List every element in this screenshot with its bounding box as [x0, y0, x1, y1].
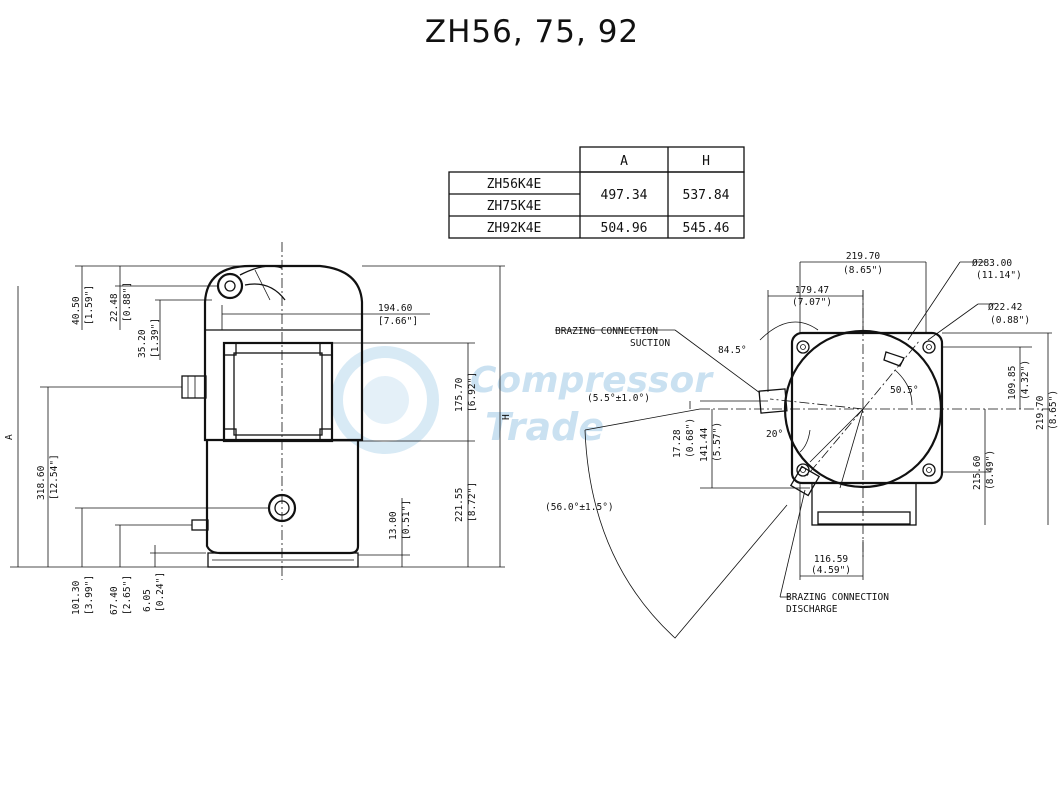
dim-219-70-right: 219.70 [1035, 395, 1046, 430]
watermark-line2: Trade [485, 405, 604, 449]
dim-179-47: 179.47 [795, 285, 829, 296]
table-header-h: H [702, 154, 710, 169]
angle-56: (56.0°±1.5°) [545, 502, 614, 513]
dim-67-40: 67.40 [109, 586, 120, 615]
dim-318-60: 318.60 [36, 465, 47, 500]
label-suction-line2: SUCTION [630, 338, 670, 349]
dim-17-28-in: (0.68") [685, 418, 696, 458]
dim-109-85-in: (4.32") [1020, 360, 1031, 400]
dim-35-20: 35.20 [137, 329, 148, 358]
angle-84-5: 84.5° [718, 345, 747, 356]
dim-40-50-in: [1.59"] [84, 285, 95, 325]
dim-40-50: 40.50 [71, 296, 82, 325]
dim-dia-283: Ø283.00 [972, 258, 1012, 269]
table-model-2: ZH75K4E [487, 199, 542, 214]
model-dimension-table: A H ZH56K4E ZH75K4E ZH92K4E 497.34 537.8… [448, 146, 745, 239]
label-discharge-line2: DISCHARGE [786, 604, 838, 615]
dim-101-30-in: [3.99"] [84, 575, 95, 615]
dim-221-55-in: [8.72"] [467, 482, 478, 522]
dim-13-00-in: [0.51"] [401, 500, 412, 540]
drawing-title: ZH56, 75, 92 [424, 14, 640, 50]
dim-175-70: 175.70 [454, 377, 465, 412]
dim-dia-22: Ø22.42 [988, 302, 1022, 313]
dim-13-00: 13.00 [388, 511, 399, 540]
table-model-3: ZH92K4E [487, 221, 542, 236]
dim-215-60-in: (8.49") [985, 450, 996, 490]
table-h-value-3: 545.46 [683, 221, 730, 236]
watermark-line1: Compressor [470, 360, 714, 401]
dim-109-85: 109.85 [1007, 366, 1018, 400]
dim-101-30: 101.30 [71, 580, 82, 615]
dim-179-47-in: (7.07") [792, 297, 832, 308]
dim-175-70-in: [6.92"] [467, 372, 478, 412]
dim-141-44-in: (5.57") [712, 422, 723, 462]
dim-dia-283-in: (11.14") [976, 270, 1022, 281]
dim-219-70-right-in: (8.65") [1048, 390, 1059, 430]
table-h-value-1: 537.84 [683, 188, 730, 203]
dim-17-28: 17.28 [672, 429, 683, 458]
label-discharge-line1: BRAZING CONNECTION [786, 592, 889, 603]
dim-22-48: 22.48 [109, 293, 120, 322]
table-a-value-1: 497.34 [601, 188, 648, 203]
dim-axis-a: A [4, 434, 15, 440]
table-a-value-3: 504.96 [601, 221, 648, 236]
dim-dia-22-in: (0.88") [990, 315, 1030, 326]
dim-215-60: 215.60 [972, 455, 983, 490]
top-view: 219.70 (8.65") 179.47 (7.07") Ø283.00 (1… [545, 251, 1059, 639]
dim-219-70-top-in: (8.65") [843, 265, 883, 276]
dim-67-40-in: [2.65"] [122, 575, 133, 615]
watermark: Compressor Trade [331, 346, 714, 454]
dim-194-60: 194.60 [378, 303, 413, 314]
dim-116-59: 116.59 [814, 554, 849, 565]
dim-35-20-in: [1.39"] [150, 318, 161, 358]
dim-318-60-in: [12.54"] [49, 454, 60, 500]
angle-20: 20° [766, 429, 783, 440]
dim-221-55: 221.55 [454, 488, 465, 522]
angle-50-5: 50.5° [890, 385, 919, 396]
dim-194-60-in: [7.66"] [378, 316, 418, 327]
angle-5-5: (5.5°±1.0°) [587, 393, 650, 404]
dim-6-05-in: [0.24"] [155, 572, 166, 612]
table-model-1: ZH56K4E [487, 177, 542, 192]
dim-6-05: 6.05 [142, 589, 153, 612]
label-suction-line1: BRAZING CONNECTION [555, 326, 658, 337]
dim-22-48-in: [0.88"] [122, 282, 133, 322]
dim-141-44: 141.44 [699, 427, 710, 462]
dim-219-70-top: 219.70 [846, 251, 881, 262]
side-view: A H 40.50 [1.59"] 22.48 [0.88"] 35.20 [1… [4, 242, 512, 615]
dim-116-59-in: (4.59") [811, 565, 851, 576]
dim-axis-h: H [501, 414, 512, 420]
table-header-a: A [620, 154, 628, 169]
